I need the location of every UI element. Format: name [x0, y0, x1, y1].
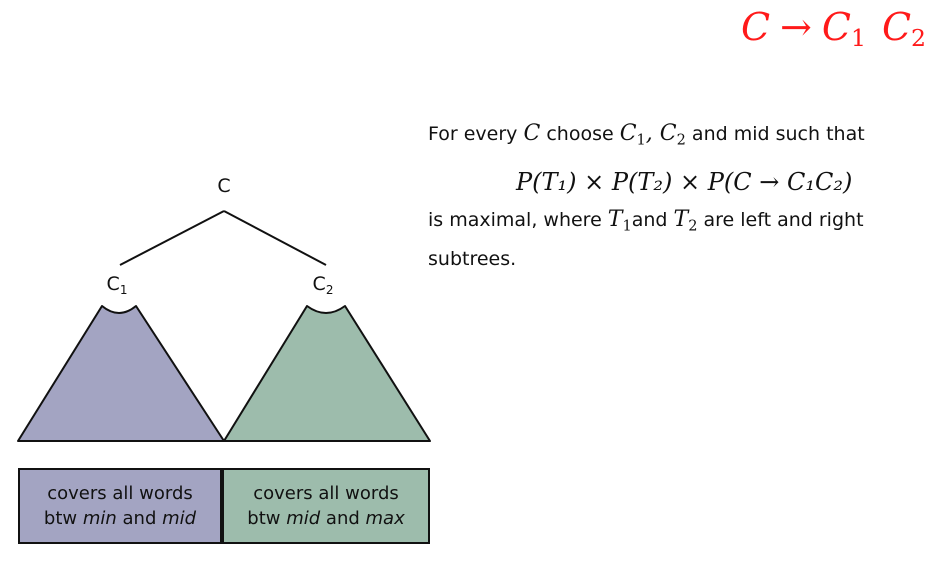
edge-root-right — [223, 210, 327, 266]
text-and-mid: and mid such that — [685, 123, 865, 145]
rule-rhs2-sub: 2 — [911, 23, 926, 52]
description-line-3: is maximal, where T1and T2 are left and … — [428, 204, 928, 242]
right-span-line-1: covers all words — [253, 483, 399, 504]
left-node-label: C1 — [107, 273, 128, 297]
root-node-label: C — [217, 175, 230, 197]
right-span-line-2: btw mid and max — [247, 508, 405, 529]
separator: , — [645, 121, 660, 146]
description-line-4: subtrees. — [428, 247, 517, 270]
text-and: and — [631, 209, 674, 232]
rule-arrow: → — [780, 5, 812, 49]
left-span-box: covers all words btw min and mid — [18, 468, 222, 544]
probability-formula: P(T₁) × P(T₂) × P(C → C₁C₂) — [516, 168, 853, 197]
right-span-box: covers all words btw mid and max — [222, 468, 430, 544]
var-t1: T1 — [607, 207, 632, 235]
left-subtree-triangle — [17, 305, 225, 442]
var-c2: C2 — [659, 121, 686, 149]
description: For every C choose C1, C2 and mid such t… — [428, 118, 928, 275]
var-c1: C1 — [619, 121, 646, 149]
var-c: C — [523, 121, 541, 146]
left-span-line-2: btw min and mid — [43, 508, 197, 529]
right-node-label: C2 — [313, 273, 334, 297]
left-span-line-1: covers all words — [47, 483, 193, 504]
edge-root-left — [119, 210, 225, 266]
text-for-every: For every — [428, 123, 524, 145]
right-subtree-triangle — [223, 305, 431, 442]
description-line-1: For every C choose C1, C2 and mid such t… — [428, 118, 928, 156]
rule-lhs: C — [740, 5, 771, 49]
text-is-maximal: is maximal, where — [428, 209, 608, 232]
text-choose: choose — [540, 123, 620, 145]
var-t2: T2 — [673, 207, 698, 235]
rule-rhs1: C — [821, 5, 851, 49]
rule-rhs2: C — [881, 5, 912, 49]
rule-rhs1-sub: 1 — [850, 23, 866, 52]
text-left-right: are left and right — [697, 209, 864, 232]
